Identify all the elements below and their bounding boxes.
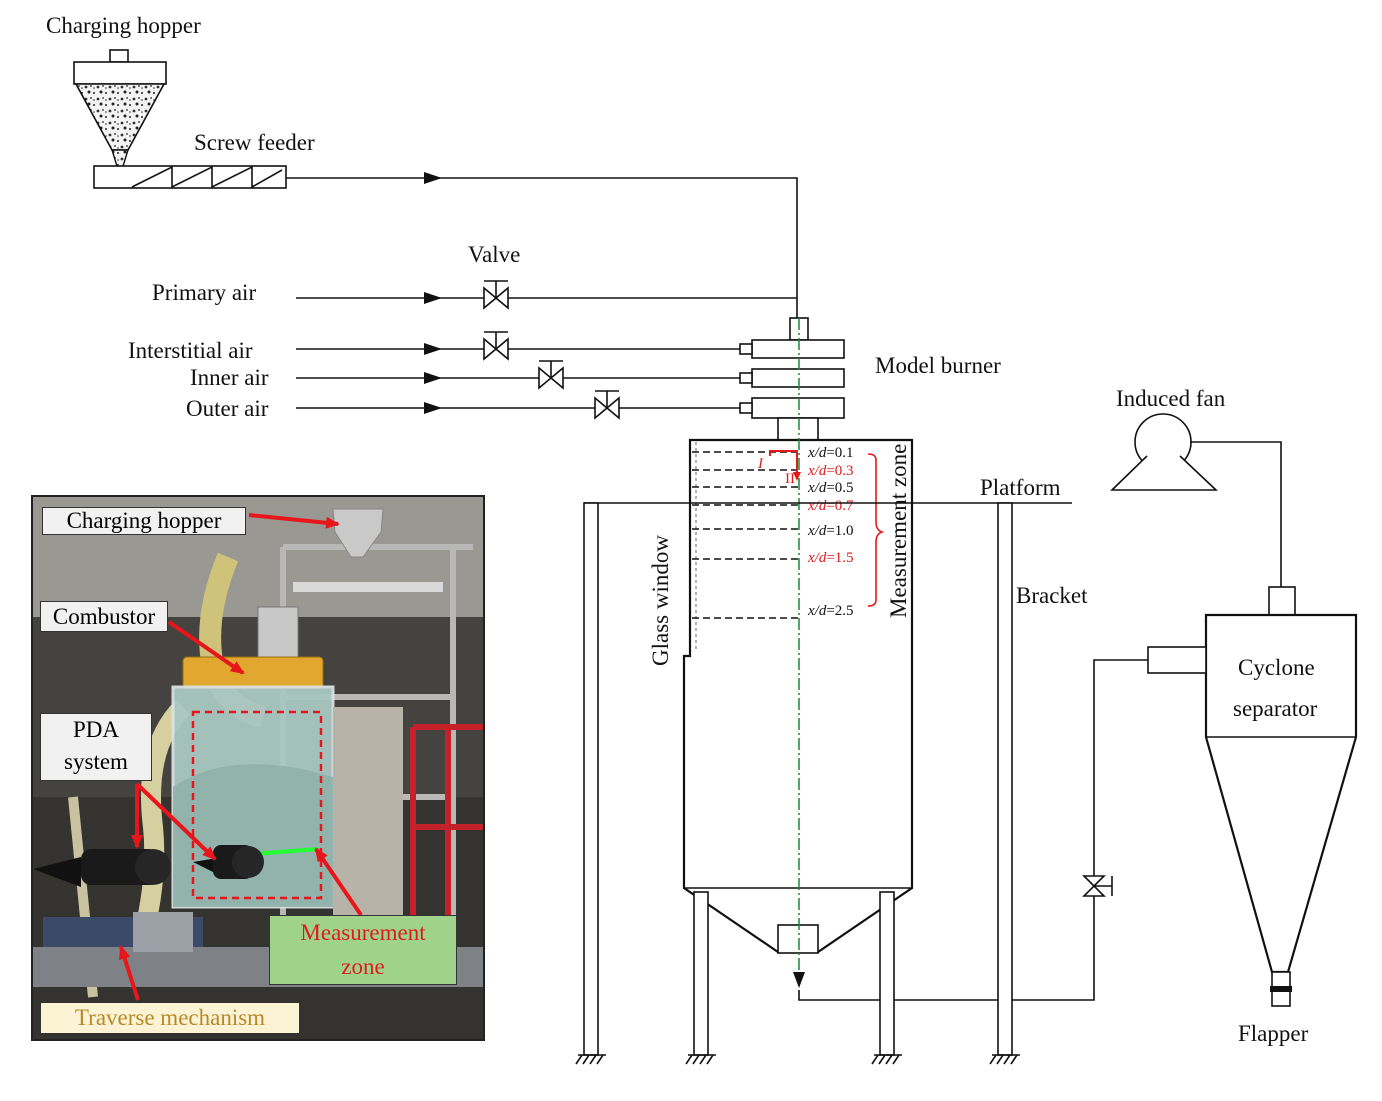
- valve-label: Valve: [468, 242, 520, 267]
- photo-label-combustor: Combustor: [40, 601, 168, 632]
- station-value: =1.0: [826, 523, 853, 539]
- cyclone-label-line1: Cyclone: [1238, 655, 1315, 680]
- valve-interstitial-air[interactable]: [483, 331, 509, 361]
- station-prefix: x/d: [807, 603, 827, 619]
- furnace: [682, 438, 914, 954]
- inner-air-line: [296, 372, 740, 384]
- station-prefix: x/d: [807, 550, 827, 566]
- photo-label-traverse-mechanism: Traverse mechanism: [40, 1002, 300, 1034]
- station-prefix: x/d: [807, 445, 827, 461]
- measurement-station-labels: x/d=0.1x/d=0.3x/d=0.5x/d=0.7x/d=1.0x/d=1…: [807, 445, 854, 619]
- flow-I-label: I: [757, 456, 764, 472]
- flapper-valve[interactable]: [1270, 971, 1292, 1007]
- measurement-line2: zone: [341, 954, 385, 979]
- charging-hopper-label: Charging hopper: [46, 13, 201, 38]
- measurement-station-label: x/d=0.5: [807, 480, 854, 496]
- station-prefix: x/d: [807, 463, 827, 479]
- left-bracket-column: [575, 502, 606, 1065]
- screw-feeder-label: Screw feeder: [194, 130, 315, 155]
- valve-exhaust[interactable]: [1082, 875, 1113, 897]
- station-prefix: x/d: [807, 498, 827, 514]
- station-value: =0.3: [826, 463, 853, 479]
- outer-air-label: Outer air: [186, 396, 269, 421]
- measurement-station-label: x/d=1.0: [807, 523, 854, 539]
- glass-window-label: Glass window: [648, 535, 673, 666]
- valve-primary-air[interactable]: [483, 280, 509, 310]
- right-bracket-column: [989, 502, 1020, 1065]
- test-rig-photo: Charging hopper Combustor PDA system Mea…: [31, 495, 485, 1041]
- valve-inner-air[interactable]: [538, 360, 564, 390]
- station-value: =0.1: [826, 445, 853, 461]
- measurement-zone-brace: [867, 453, 885, 607]
- measurement-station-label: x/d=0.1: [807, 445, 854, 461]
- photo-label-pda-system: PDA system: [40, 713, 152, 781]
- station-value: =1.5: [826, 550, 853, 566]
- measurement-zone-label: Measurement zone: [886, 444, 911, 618]
- station-prefix: x/d: [807, 523, 827, 539]
- measurement-station-label: x/d=2.5: [807, 603, 854, 619]
- station-prefix: x/d: [807, 480, 827, 496]
- cyclone-separator: [1147, 586, 1358, 974]
- measurement-station-label: x/d=0.3: [807, 463, 854, 479]
- flow-arrows: [769, 450, 801, 481]
- bracket-label: Bracket: [1016, 583, 1088, 608]
- interstitial-air-label: Interstitial air: [128, 338, 253, 363]
- station-value: =0.7: [826, 498, 854, 514]
- flapper-label: Flapper: [1238, 1021, 1309, 1046]
- photo-label-measurement-zone: Measurement zone: [269, 915, 457, 985]
- station-value: =0.5: [826, 480, 853, 496]
- photo-label-charging-hopper: Charging hopper: [42, 507, 246, 535]
- pda-line1: PDA: [72, 717, 119, 742]
- interstitial-air-line: [296, 343, 740, 355]
- induced-fan[interactable]: [1110, 413, 1282, 587]
- measurement-station-label: x/d=0.7: [807, 498, 854, 514]
- platform-label: Platform: [980, 475, 1061, 500]
- cyclone-label-line2: separator: [1233, 696, 1318, 721]
- inner-air-label: Inner air: [190, 365, 269, 390]
- flow-II-label: II: [785, 471, 795, 487]
- induced-fan-label: Induced fan: [1116, 386, 1226, 411]
- outer-air-line: [296, 402, 740, 414]
- furnace-leg-right: [871, 891, 902, 1065]
- furnace-leg-left: [685, 891, 716, 1065]
- valve-outer-air[interactable]: [594, 390, 620, 420]
- measurement-station-label: x/d=1.5: [807, 550, 854, 566]
- primary-air-line: [296, 292, 797, 304]
- pda-line2: system: [64, 749, 128, 774]
- screw-feeder: [93, 165, 287, 189]
- measurement-line1: Measurement: [300, 920, 426, 945]
- model-burner: [739, 317, 845, 441]
- primary-air-label: Primary air: [152, 280, 256, 305]
- measurement-lines: [692, 451, 800, 619]
- model-burner-label: Model burner: [875, 353, 1001, 378]
- exhaust-line: [798, 659, 1148, 1001]
- charging-hopper: [73, 49, 167, 179]
- coal-feed-line: [286, 177, 798, 318]
- station-value: =2.5: [826, 603, 853, 619]
